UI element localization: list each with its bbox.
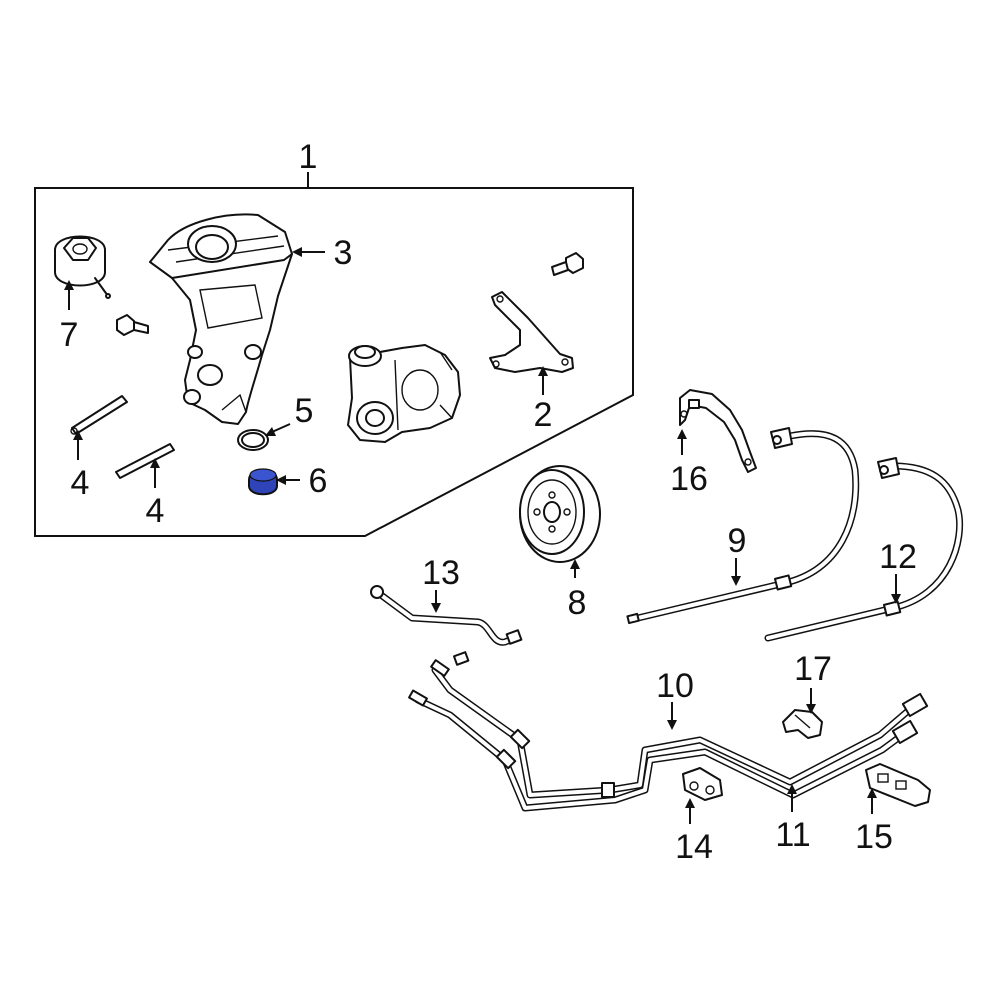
callout-13: 13 bbox=[422, 554, 460, 592]
line-clamp-left[interactable] bbox=[682, 767, 723, 801]
cooler-line-part[interactable] bbox=[370, 585, 523, 646]
pump-bracket-part[interactable] bbox=[489, 291, 574, 373]
callout-5: 5 bbox=[295, 392, 314, 430]
assembly-outline bbox=[34, 187, 634, 537]
callout-10: 10 bbox=[656, 667, 694, 705]
callout-11: 11 bbox=[775, 816, 810, 854]
line-clip-upper[interactable] bbox=[782, 709, 823, 739]
callout-14: 14 bbox=[675, 828, 713, 866]
return-hose-part[interactable] bbox=[764, 457, 964, 642]
callout-9: 9 bbox=[728, 522, 747, 560]
callout-7: 7 bbox=[60, 316, 79, 354]
pressure-hose-part[interactable] bbox=[626, 427, 860, 625]
callout-1: 1 bbox=[299, 138, 318, 176]
mounting-bolt-right[interactable] bbox=[551, 252, 584, 276]
callout-4-upper: 4 bbox=[71, 464, 90, 502]
callout-4-lower: 4 bbox=[146, 492, 165, 530]
power-steering-pump[interactable] bbox=[347, 344, 461, 443]
line-clamp-right[interactable] bbox=[865, 763, 931, 807]
callout-15: 15 bbox=[855, 818, 893, 856]
callout-8: 8 bbox=[568, 584, 587, 622]
callout-16: 16 bbox=[670, 460, 708, 498]
steering-line-assembly[interactable] bbox=[408, 651, 929, 812]
callout-3: 3 bbox=[334, 234, 353, 272]
callout-labels: 1 2 3 4 4 5 6 7 8 9 10 11 12 13 14 15 16… bbox=[60, 138, 917, 866]
highlighted-cap-part[interactable] bbox=[248, 468, 278, 496]
mounting-bolt-left[interactable] bbox=[116, 314, 149, 336]
callout-6: 6 bbox=[309, 462, 328, 500]
o-ring-part[interactable] bbox=[237, 429, 269, 451]
callout-17: 17 bbox=[794, 650, 832, 688]
hose-rod-lower[interactable] bbox=[115, 443, 175, 479]
callout-2: 2 bbox=[534, 396, 553, 434]
hose-rod-upper[interactable] bbox=[70, 395, 128, 435]
fluid-reservoir-part[interactable] bbox=[149, 213, 293, 425]
reservoir-cap-part[interactable] bbox=[54, 235, 111, 299]
pulley-part[interactable] bbox=[519, 465, 601, 563]
callout-12: 12 bbox=[879, 538, 917, 576]
hose-bracket-part[interactable] bbox=[679, 389, 757, 473]
leader-lines bbox=[64, 247, 901, 824]
